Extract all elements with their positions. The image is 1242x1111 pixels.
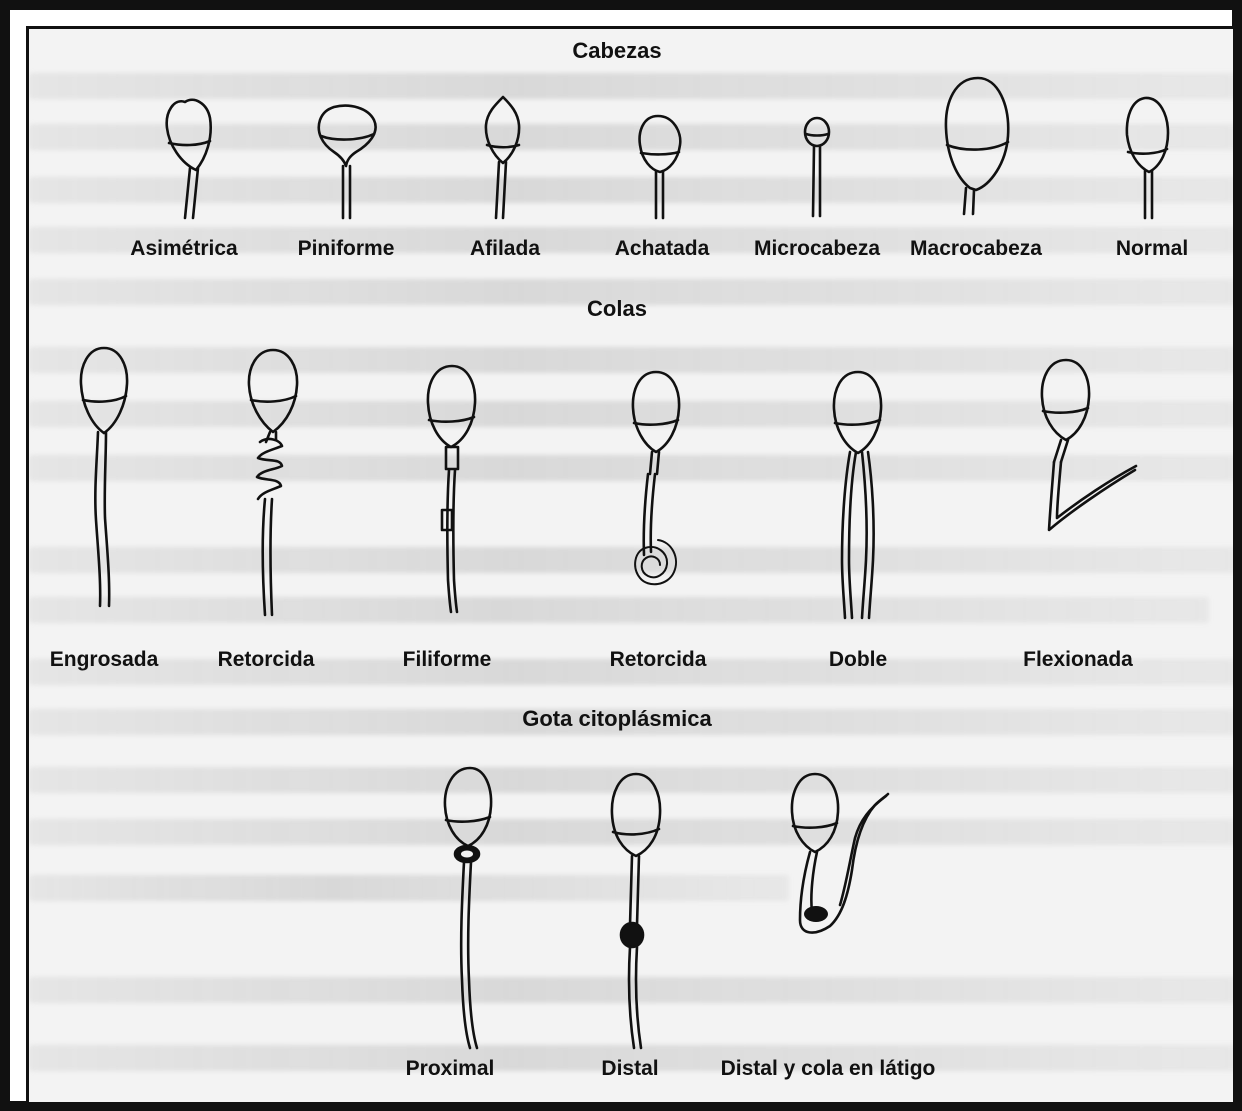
tail-retorcida-1-figure (249, 350, 297, 615)
label-achatada: Achatada (615, 237, 710, 260)
label-distal: Distal (601, 1057, 658, 1080)
section-title-tails: Colas (587, 296, 647, 321)
label-afilada: Afilada (470, 237, 540, 260)
head-afilada-figure (486, 97, 519, 218)
tail-flexionada-figure (1042, 360, 1136, 530)
label-flexionada: Flexionada (1023, 648, 1133, 671)
label-retorcida-1: Retorcida (218, 648, 315, 671)
label-microcabeza: Microcabeza (754, 237, 880, 260)
section-title-droplet: Gota citoplásmica (522, 706, 712, 731)
head-achatada-figure (640, 116, 681, 218)
label-filiforme: Filiforme (403, 648, 492, 671)
section-title-heads: Cabezas (572, 38, 661, 63)
head-microcabeza-figure (805, 118, 829, 216)
head-piniforme-figure (319, 106, 376, 218)
label-macrocabeza: Macrocabeza (910, 237, 1042, 260)
label-normal: Normal (1116, 237, 1188, 260)
label-doble: Doble (829, 648, 887, 671)
head-normal-figure (1127, 98, 1168, 218)
head-macrocabeza-figure (946, 78, 1008, 214)
droplet-distal-whip-figure (792, 774, 888, 933)
label-engrosada: Engrosada (50, 648, 159, 671)
droplet-distal-figure (612, 774, 660, 1048)
label-asimetrica: Asimétrica (130, 237, 238, 260)
tail-engrosada-figure (81, 348, 127, 606)
label-piniforme: Piniforme (298, 237, 395, 260)
droplet-proximal-figure (445, 768, 491, 1048)
label-retorcida-2: Retorcida (610, 648, 707, 671)
tail-doble-figure (834, 372, 881, 618)
head-asimetrica-figure (167, 100, 211, 218)
label-distal-whip: Distal y cola en látigo (721, 1057, 936, 1080)
tail-filiforme-figure (428, 366, 475, 612)
label-proximal: Proximal (406, 1057, 495, 1080)
tail-retorcida-2-figure (633, 372, 679, 584)
